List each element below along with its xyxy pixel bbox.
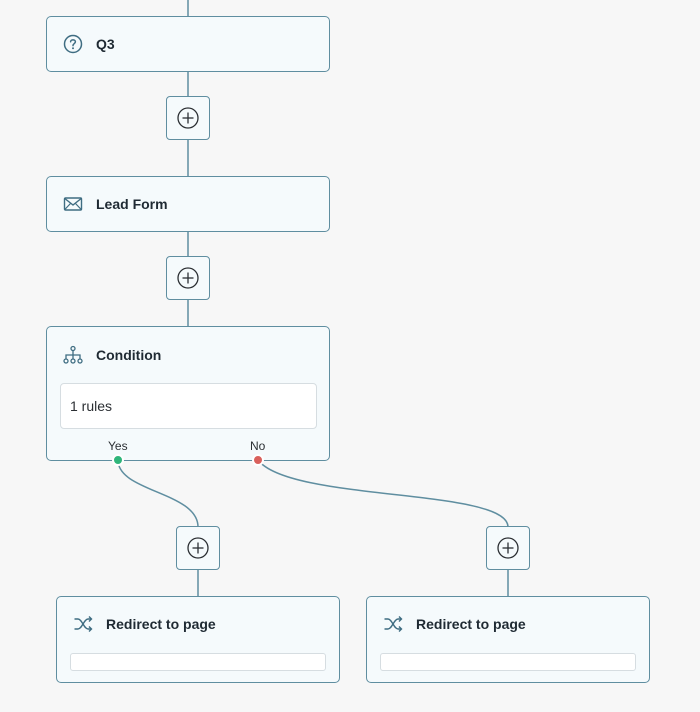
shuffle-icon — [73, 614, 93, 634]
branch-handle-no[interactable] — [252, 454, 264, 466]
plus-circle-icon — [497, 537, 519, 559]
node-redirect-yes[interactable]: Redirect to page — [56, 596, 340, 683]
node-condition[interactable]: Condition 1 rules Yes No — [46, 326, 330, 461]
branch-label-yes: Yes — [108, 439, 128, 453]
node-title: Q3 — [96, 36, 115, 52]
add-step-button[interactable] — [166, 256, 210, 300]
connector-no-branch — [257, 459, 509, 528]
redirect-url-input[interactable] — [380, 653, 636, 671]
shuffle-icon — [383, 614, 403, 634]
add-step-button-no[interactable] — [486, 526, 530, 570]
question-circle-icon — [63, 34, 83, 54]
condition-rules-box[interactable]: 1 rules — [60, 383, 317, 429]
branch-label-no: No — [250, 439, 266, 453]
add-step-button-yes[interactable] — [176, 526, 220, 570]
plus-circle-icon — [187, 537, 209, 559]
node-title: Lead Form — [96, 196, 168, 212]
node-title: Redirect to page — [416, 616, 526, 632]
node-q3[interactable]: Q3 — [46, 16, 330, 72]
node-lead-form[interactable]: Lead Form — [46, 176, 330, 232]
node-title: Redirect to page — [106, 616, 216, 632]
node-redirect-no[interactable]: Redirect to page — [366, 596, 650, 683]
connector-yes-branch — [117, 459, 199, 528]
plus-circle-icon — [177, 107, 199, 129]
plus-circle-icon — [177, 267, 199, 289]
add-step-button[interactable] — [166, 96, 210, 140]
redirect-url-input[interactable] — [70, 653, 326, 671]
hierarchy-icon — [63, 345, 83, 365]
branch-handle-yes[interactable] — [112, 454, 124, 466]
node-title: Condition — [96, 347, 162, 363]
envelope-icon — [63, 194, 83, 214]
